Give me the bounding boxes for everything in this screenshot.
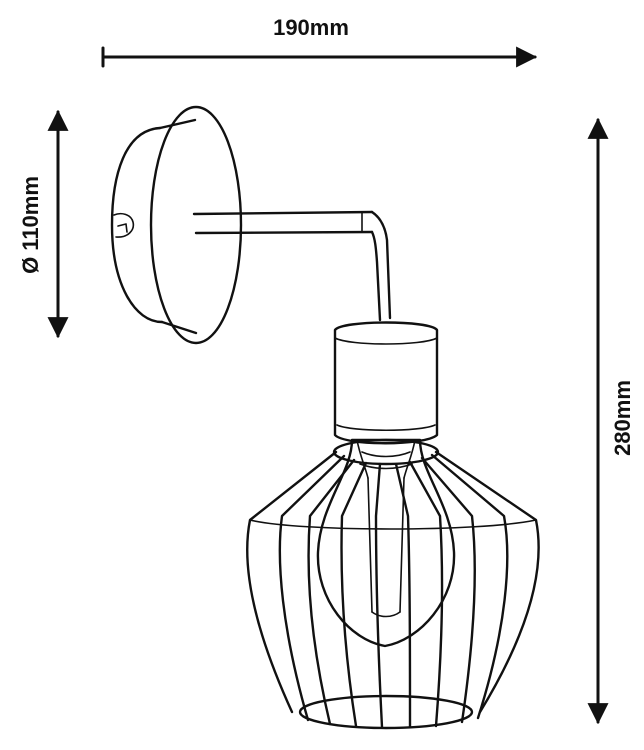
height-label: 280mm [610,380,635,456]
diameter-dimension: Ø 110mm [18,109,69,339]
wall-plate [110,105,243,345]
light-bulb [316,438,456,648]
diameter-label: Ø 110mm [18,176,43,274]
lamp-arm [192,210,392,322]
width-label: 190mm [273,15,349,40]
height-dimension: 280mm [587,117,635,725]
width-dimension: 190mm [101,15,538,68]
lamp-socket [333,321,439,445]
wire-cage-shade [246,438,540,730]
